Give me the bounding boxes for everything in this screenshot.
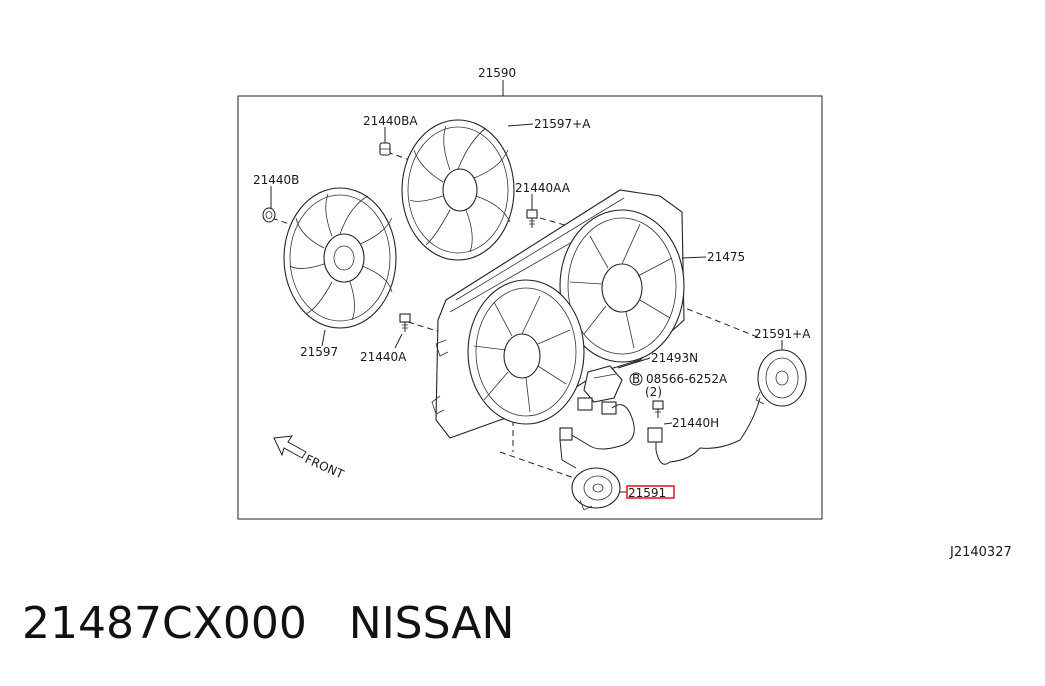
clip-21440aa[interactable]: [526, 209, 538, 228]
wiring: [559, 397, 761, 469]
clip-21440a[interactable]: [399, 313, 411, 332]
label-bolt-qty: (2): [645, 385, 662, 399]
label-21440h[interactable]: 21440H: [672, 416, 719, 430]
label-21440ba[interactable]: 21440BA: [363, 114, 418, 128]
front-label: FRONT: [303, 452, 347, 482]
motor-21591a[interactable]: [755, 349, 807, 407]
label-21475[interactable]: 21475: [707, 250, 745, 264]
part-caption: 21487CX000 NISSAN: [22, 598, 515, 649]
label-21440a[interactable]: 21440A: [360, 350, 407, 364]
fan-blade-21597[interactable]: [283, 187, 397, 329]
parts-diagram: 21590: [237, 66, 1012, 560]
label-21591[interactable]: 21591: [628, 486, 666, 500]
assembly-frame: [237, 95, 823, 520]
clip-21440b[interactable]: [262, 207, 276, 223]
bolt-08566-6252a[interactable]: [652, 400, 664, 418]
drawing-code: J2140327: [949, 545, 1012, 560]
fan-blade-21597a[interactable]: [401, 119, 515, 261]
label-21591a[interactable]: 21591+A: [754, 327, 811, 341]
bolt-marker: [629, 372, 643, 386]
label-21597a[interactable]: 21597+A: [534, 117, 591, 131]
shroud-21475[interactable]: [431, 189, 685, 439]
front-arrow-icon: [273, 435, 307, 459]
harness-21493n[interactable]: [577, 365, 623, 415]
bolt-marker-letter: B: [632, 372, 640, 386]
highlight-box: [626, 485, 675, 499]
label-21440aa[interactable]: 21440AA: [515, 181, 571, 195]
label-21440b[interactable]: 21440B: [253, 173, 299, 187]
clip-21440ba[interactable]: [379, 142, 391, 156]
label-21590[interactable]: 21590: [478, 66, 516, 80]
label-21597[interactable]: 21597: [300, 345, 338, 359]
label-21493n[interactable]: 21493N: [651, 351, 698, 365]
motor-21591[interactable]: [571, 467, 621, 511]
label-08566-6252a[interactable]: 08566-6252A: [646, 372, 728, 386]
